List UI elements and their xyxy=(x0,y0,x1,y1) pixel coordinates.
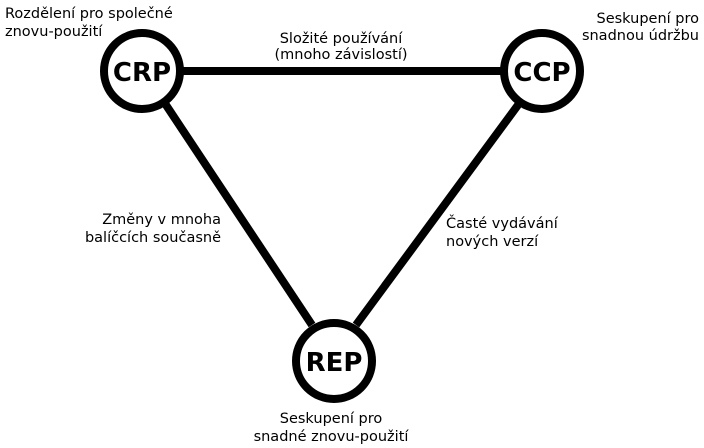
note-edge-crp-rep: Změny v mnoha balíčcích současně xyxy=(85,212,221,246)
note-edge-crp-rep-line1: Změny v mnoha xyxy=(102,212,221,228)
note-rep: Seskupení pro snadné znovu-použití xyxy=(254,411,410,445)
edge-ccp-rep xyxy=(352,102,522,328)
edge-crp-rep xyxy=(162,102,316,328)
note-crp-line1: Rozdělení pro společné xyxy=(5,6,173,22)
note-ccp-line2: snadnou údržbu xyxy=(582,28,699,44)
node-ccp-label: CCP xyxy=(513,58,570,88)
node-rep: REP xyxy=(292,319,376,403)
note-crp: Rozdělení pro společné znovu-použití xyxy=(5,6,173,40)
note-edge-ccp-rep-line2: nových verzí xyxy=(446,234,539,250)
note-rep-line1: Seskupení pro xyxy=(280,411,383,427)
note-edge-crp-ccp-line2: (mnoho závislostí) xyxy=(275,47,408,63)
note-ccp: Seskupení pro snadnou údržbu xyxy=(582,11,699,44)
node-ccp-circle xyxy=(500,29,584,113)
note-rep-line2: snadné znovu-použití xyxy=(254,429,410,445)
note-edge-crp-ccp: Složité používání (mnoho závislostí) xyxy=(275,31,408,63)
note-crp-line2: znovu-použití xyxy=(5,24,103,40)
node-crp-label: CRP xyxy=(113,58,171,88)
node-rep-circle xyxy=(292,319,376,403)
node-ccp: CCP xyxy=(500,29,584,113)
node-rep-label: REP xyxy=(306,348,363,378)
note-edge-ccp-rep-line1: Časté vydávání xyxy=(446,214,559,232)
note-edge-crp-rep-line2: balíčcích současně xyxy=(85,230,221,246)
note-edge-ccp-rep: Časté vydávání nových verzí xyxy=(446,214,559,250)
note-edge-crp-ccp-line1: Složité používání xyxy=(280,31,404,47)
node-crp: CRP xyxy=(100,29,184,113)
node-crp-circle xyxy=(100,29,184,113)
note-ccp-line1: Seskupení pro xyxy=(597,11,700,27)
